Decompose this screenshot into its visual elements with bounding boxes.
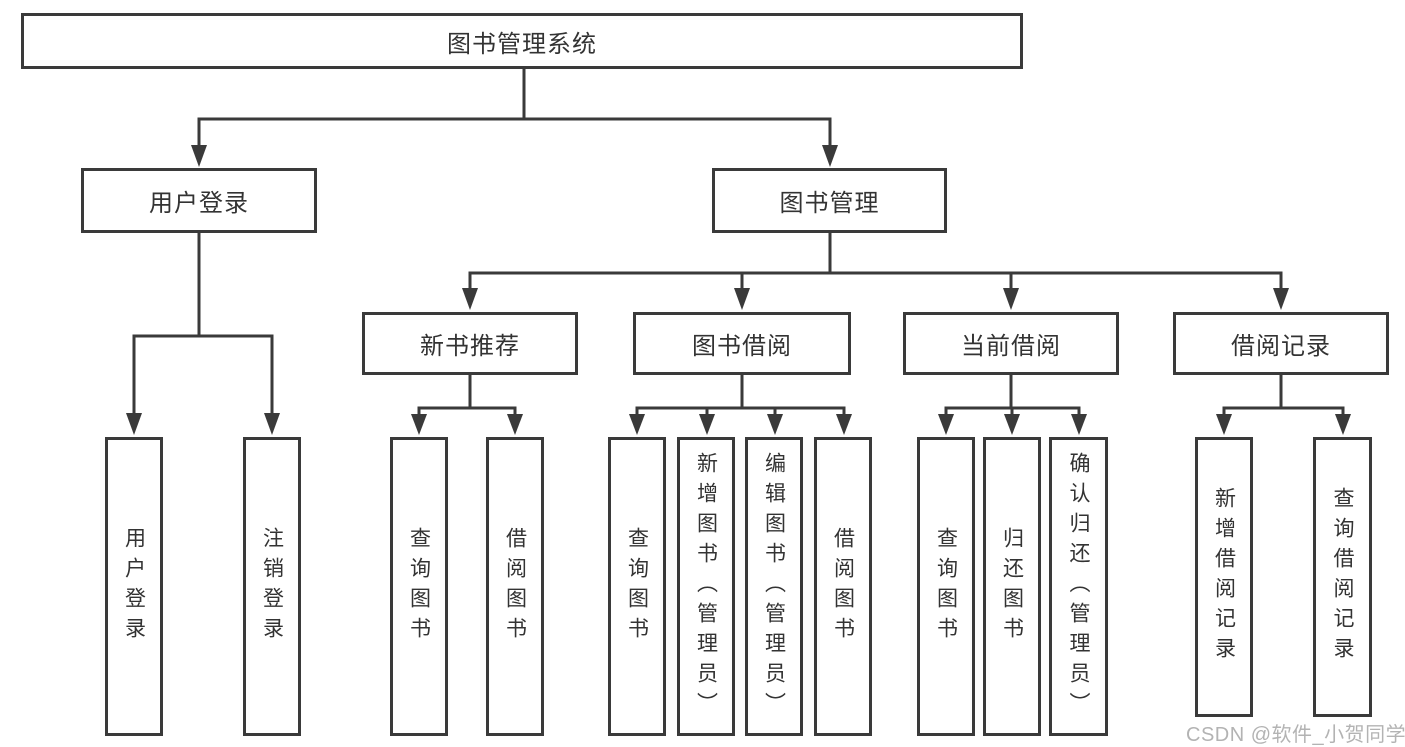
leaf-query-books-1: 查询图书 — [390, 437, 448, 736]
leaf-query-books-3: 查询图书 — [917, 437, 975, 736]
leaf-edit-books-admin: 编辑图书（管理员） — [745, 437, 803, 736]
node-current-borrowing: 当前借阅 — [903, 312, 1119, 375]
watermark: CSDN @软件_小贺同学 — [1186, 724, 1405, 746]
node-new-book-recommend: 新书推荐 — [362, 312, 578, 375]
leaf-add-borrow-record: 新增借阅记录 — [1195, 437, 1253, 717]
node-root-system: 图书管理系统 — [21, 13, 1023, 69]
leaf-borrow-books-2: 借阅图书 — [814, 437, 872, 736]
leaf-query-borrow-record: 查询借阅记录 — [1313, 437, 1372, 717]
leaf-user-login: 用户登录 — [105, 437, 163, 736]
node-book-management: 图书管理 — [712, 168, 947, 233]
leaf-logout: 注销登录 — [243, 437, 301, 736]
node-book-borrowing: 图书借阅 — [633, 312, 851, 375]
leaf-borrow-books-1: 借阅图书 — [486, 437, 544, 736]
leaf-confirm-return-admin: 确认归还（管理员） — [1049, 437, 1108, 736]
leaf-add-books-admin: 新增图书（管理员） — [677, 437, 735, 736]
leaf-query-books-2: 查询图书 — [608, 437, 666, 736]
leaf-return-books: 归还图书 — [983, 437, 1041, 736]
node-user-login: 用户登录 — [81, 168, 317, 233]
node-borrow-records: 借阅记录 — [1173, 312, 1389, 375]
